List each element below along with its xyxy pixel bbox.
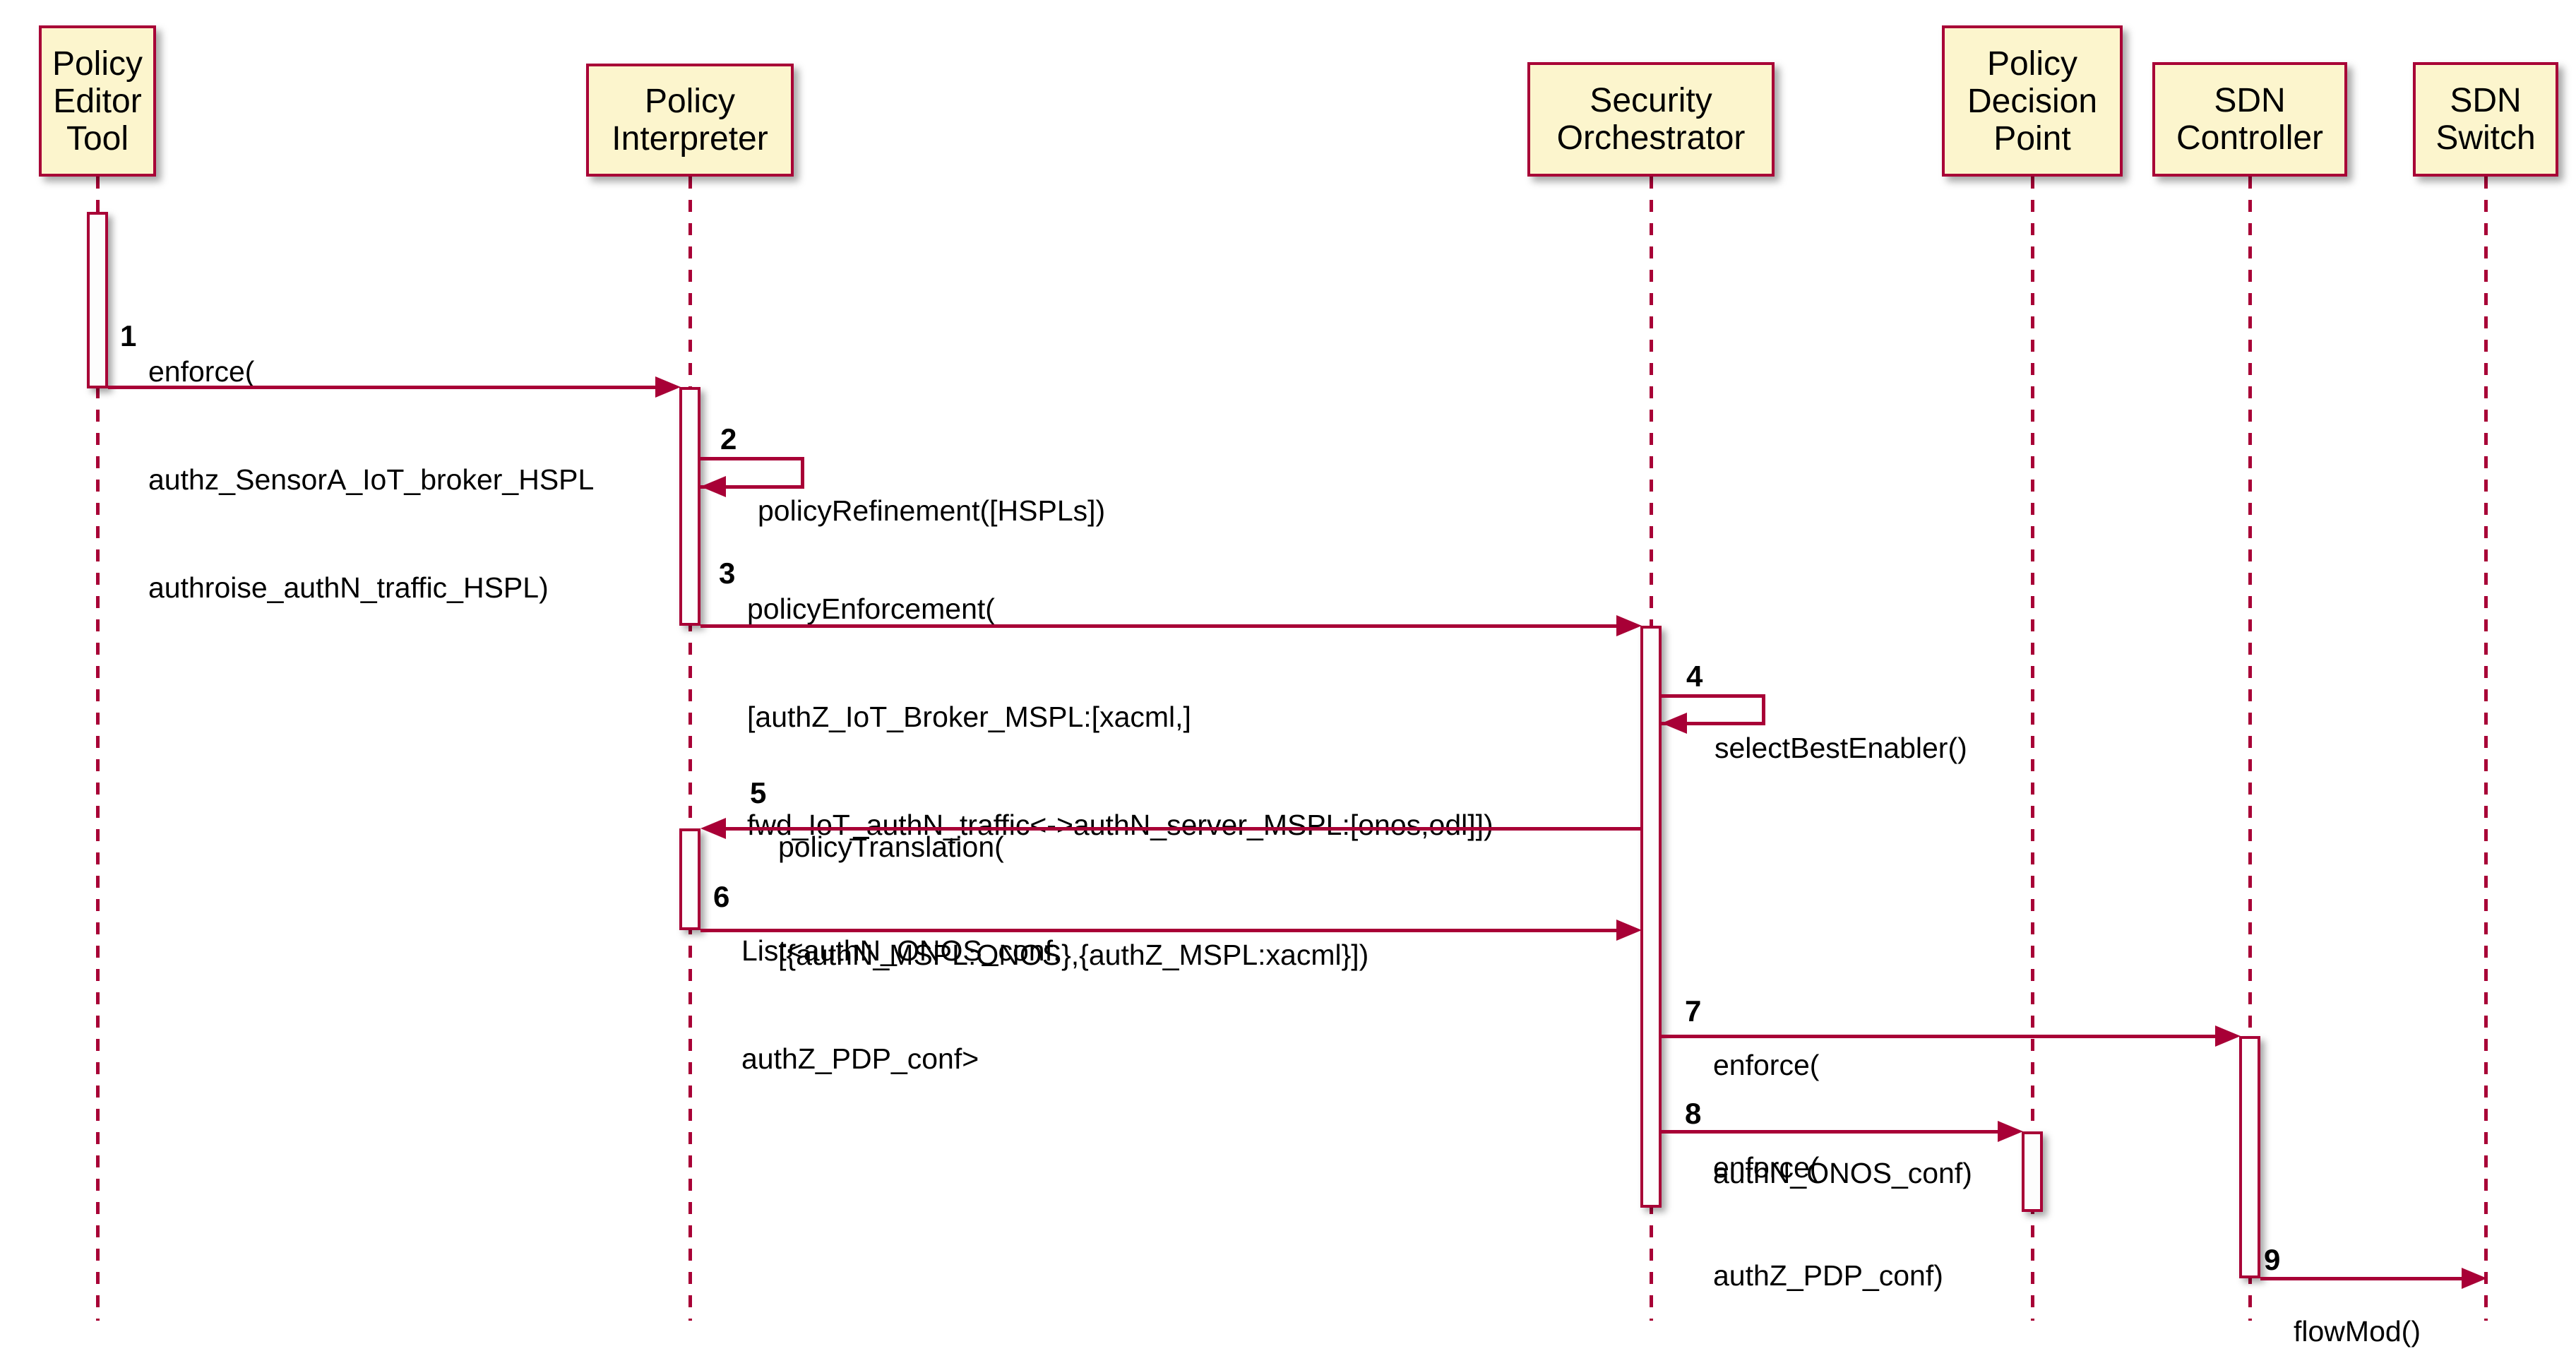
- participant-sdn-controller: SDN Controller: [2152, 62, 2347, 177]
- activation-policy-editor-tool: [87, 212, 108, 388]
- participant-policy-interpreter: Policy Interpreter: [586, 64, 794, 177]
- participant-label: Policy: [644, 83, 736, 120]
- participant-label: SDN: [2214, 82, 2286, 119]
- message-3-arrow: [700, 624, 1619, 628]
- message-6-arrowhead-icon: [1616, 920, 1642, 941]
- message-7-arrow: [1662, 1035, 2218, 1038]
- message-1-label: enforce( authz_SensorA_IoT_broker_HSPL a…: [148, 355, 595, 604]
- participant-security-orchestrator: Security Orchestrator: [1527, 62, 1775, 177]
- lifeline-policy-decision-point: [2031, 177, 2034, 1321]
- message-1-arrowhead-icon: [655, 376, 681, 398]
- participant-label: Orchestrator: [1556, 119, 1746, 157]
- participant-policy-editor-tool: Policy Editor Tool: [39, 25, 156, 177]
- lifeline-policy-editor-tool: [96, 177, 100, 1321]
- participant-label: Switch: [2435, 119, 2536, 157]
- message-7-label: enforce( authN_ONOS_conf): [1713, 1049, 1972, 1189]
- lifeline-sdn-controller: [2248, 177, 2252, 1321]
- message-5-number: 5: [750, 776, 767, 809]
- message-3-arrowhead-icon: [1616, 615, 1642, 636]
- message-6-number: 6: [713, 880, 730, 913]
- message-8-arrowhead-icon: [1998, 1121, 2023, 1142]
- message-4-arrowhead-icon: [1662, 713, 1687, 734]
- message-8-arrow: [1662, 1130, 2000, 1134]
- participant-label: Point: [1993, 119, 2071, 157]
- message-7-number: 7: [1685, 994, 1702, 1028]
- message-3-label: policyEnforcement( [authZ_IoT_Broker_MSP…: [747, 593, 1493, 841]
- participant-label: Policy: [52, 44, 143, 83]
- message-1-number: 1: [120, 319, 137, 352]
- message-3-number: 3: [719, 557, 736, 590]
- participant-label: Editor: [53, 82, 142, 120]
- message-2-number: 2: [720, 422, 737, 456]
- participant-label: Controller: [2176, 119, 2324, 157]
- message-2-label: policyRefinement([HSPLs]): [758, 494, 1106, 527]
- message-8-label: enforce( authZ_PDP_conf): [1713, 1151, 1943, 1292]
- message-1-arrow: [108, 386, 658, 389]
- message-6-label: List<authN_ONOS_conf, authZ_PDP_conf>: [741, 934, 1061, 1075]
- message-4-self-arrow: [1662, 694, 1765, 725]
- message-5-arrowhead-icon: [700, 818, 726, 839]
- message-9-arrow: [2260, 1277, 2464, 1280]
- message-4-number: 4: [1686, 660, 1703, 693]
- activation-sdn-controller: [2239, 1036, 2260, 1278]
- activation-policy-interpreter-2: [679, 828, 700, 930]
- message-2-arrowhead-icon: [700, 476, 726, 497]
- lifeline-policy-interpreter: [688, 177, 692, 1321]
- participant-label: Decision: [1967, 82, 2098, 120]
- message-2-self-arrow: [700, 457, 804, 489]
- participant-label: Security: [1590, 82, 1712, 119]
- message-5-arrow: [722, 827, 1640, 831]
- message-6-arrow: [700, 929, 1619, 932]
- message-9-number: 9: [2264, 1243, 2281, 1276]
- lifeline-sdn-switch: [2484, 177, 2488, 1321]
- message-9-arrowhead-icon: [2462, 1268, 2487, 1289]
- message-8-number: 8: [1685, 1097, 1702, 1130]
- participant-sdn-switch: SDN Switch: [2413, 62, 2558, 177]
- activation-policy-decision-point: [2022, 1131, 2043, 1212]
- message-7-arrowhead-icon: [2215, 1025, 2241, 1047]
- participant-label: SDN: [2450, 82, 2522, 119]
- participant-label: Tool: [66, 119, 129, 157]
- participant-label: Policy: [1986, 44, 2078, 83]
- message-9-label: flowMod(): [2294, 1315, 2421, 1348]
- participant-label: Interpreter: [612, 120, 768, 157]
- activation-policy-interpreter-1: [679, 387, 700, 626]
- message-4-label: selectBestEnabler(): [1715, 732, 1967, 764]
- participant-policy-decision-point: Policy Decision Point: [1942, 25, 2123, 177]
- message-5-label: policyTranslation( [{authN_MSPL:ONOS},{a…: [778, 831, 1369, 971]
- activation-security-orchestrator: [1640, 626, 1662, 1208]
